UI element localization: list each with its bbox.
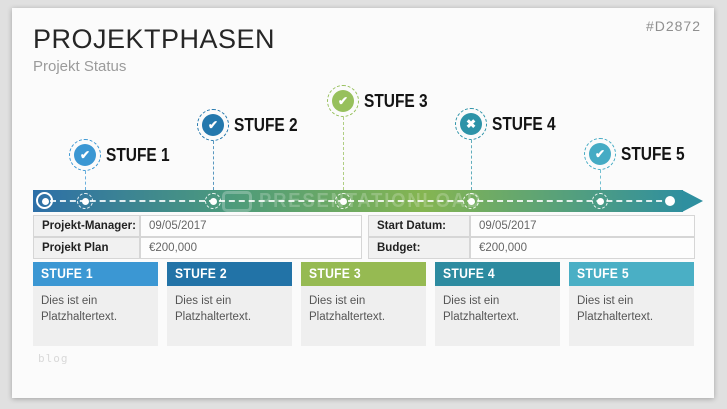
stage-2-label: STUFE 2 (234, 115, 298, 135)
stage-1-bar-dot-ring (77, 193, 93, 209)
stage-1-stem-line (85, 171, 86, 190)
stage-2-bar-dot-ring (205, 193, 221, 209)
timeline-end-dot (665, 196, 675, 206)
stage-5-label: STUFE 5 (621, 144, 685, 164)
timeline-start-marker (36, 192, 53, 209)
stage-5-bar-dot (596, 197, 604, 205)
stage-5-stem-line (600, 170, 601, 190)
stage-1-label: STUFE 1 (106, 145, 170, 165)
stage-3-bar-dot-ring (335, 193, 351, 209)
stage-2-dashed-ring (197, 109, 229, 141)
stage-5-check-icon: ✔ (589, 143, 611, 165)
stage-card-4-body: Dies ist ein Platzhaltertext. (435, 286, 560, 346)
info-cell-value_left-row2: €200,000 (140, 237, 362, 259)
stage-3-dashed-ring (327, 85, 359, 117)
stage-4-bar-dot-ring (463, 193, 479, 209)
stage-2-stem-line (213, 141, 214, 190)
stage-3-check-icon: ✔ (332, 90, 354, 112)
stage-5-dashed-ring (584, 138, 616, 170)
stage-1-bar-dot (81, 197, 89, 205)
info-cell-value_right-row1: 09/05/2017 (470, 215, 695, 237)
stage-card-1-title: STUFE 1 (33, 262, 158, 286)
stage-card-4-title: STUFE 4 (435, 262, 560, 286)
stage-2-check-icon: ✔ (202, 114, 224, 136)
stage-1-check-icon: ✔ (74, 144, 96, 166)
slide-code-badge: #D2872 (645, 18, 701, 34)
stage-3-stem-line (343, 117, 344, 190)
info-cell-value_right-row2: €200,000 (470, 237, 695, 259)
stage-card-1-body: Dies ist ein Platzhaltertext. (33, 286, 158, 346)
stage-3-bar-dot (339, 197, 347, 205)
stage-4-cross-icon: ✖ (460, 113, 482, 135)
info-cell-label_right-row2: Budget: (368, 237, 470, 259)
info-cell-label_left-row2: Projekt Plan (33, 237, 140, 259)
stage-4-dashed-ring (455, 108, 487, 140)
info-cell-value_left-row1: 09/05/2017 (140, 215, 362, 237)
info-cell-label_right-row1: Start Datum: (368, 215, 470, 237)
timeline-dashed-line (50, 200, 672, 202)
stage-4-stem-line (471, 140, 472, 190)
stage-4-label: STUFE 4 (492, 114, 556, 134)
page-title: PROJEKTPHASEN (33, 24, 276, 54)
corner-watermark: blog (38, 352, 69, 365)
page-subtitle: Projekt Status (33, 58, 127, 75)
stage-card-3-title: STUFE 3 (301, 262, 426, 286)
stage-2-bar-dot (209, 197, 217, 205)
stage-3-label: STUFE 3 (364, 91, 428, 111)
stage-card-3-body: Dies ist ein Platzhaltertext. (301, 286, 426, 346)
stage-1-dashed-ring (69, 139, 101, 171)
info-cell-label_left-row1: Projekt-Manager: (33, 215, 140, 237)
stage-card-2-title: STUFE 2 (167, 262, 292, 286)
stage-4-bar-dot (467, 197, 475, 205)
stage-card-5-body: Dies ist ein Platzhaltertext. (569, 286, 694, 346)
stage-5-bar-dot-ring (592, 193, 608, 209)
timeline-start-dot (42, 198, 49, 205)
stage-card-2-body: Dies ist ein Platzhaltertext. (167, 286, 292, 346)
stage-card-5-title: STUFE 5 (569, 262, 694, 286)
